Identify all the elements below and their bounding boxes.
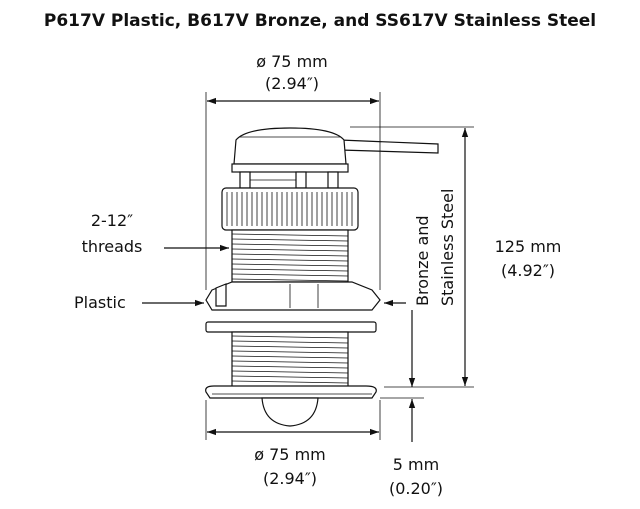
bronze-stainless-callout: Bronze and Stainless Steel [384, 189, 457, 387]
cap-base [231, 163, 349, 173]
flange-dimension: 5 mm (0.20″) [380, 397, 443, 498]
threads-callout: 2-12″ threads [82, 211, 229, 256]
bottom-diameter-in: (2.94″) [263, 469, 317, 488]
diagram-title: P617V Plastic, B617V Bronze, and SS617V … [44, 11, 596, 31]
washer [205, 321, 377, 333]
sensor-dome [261, 397, 319, 427]
threads-size-label: 2-12″ [91, 211, 133, 230]
height-mm: 125 mm [495, 237, 562, 256]
top-diameter-in: (2.94″) [265, 74, 319, 93]
cable [339, 139, 439, 154]
stainless-label: Stainless Steel [438, 189, 457, 306]
top-diameter-dimension: ø 75 mm (2.94″) [205, 52, 381, 290]
top-diameter-mm: ø 75 mm [256, 52, 328, 71]
bronze-label: Bronze and [413, 215, 432, 306]
threads-label: threads [82, 237, 143, 256]
flange-mm: 5 mm [393, 455, 439, 474]
plastic-label: Plastic [74, 293, 126, 312]
top-cap [233, 127, 347, 165]
height-dimension: 125 mm (4.92″) [350, 126, 562, 388]
plastic-nut [205, 281, 381, 311]
plastic-callout: Plastic [74, 293, 204, 312]
hull-flange [205, 385, 377, 399]
transducer-body [205, 127, 439, 427]
bottom-diameter-dimension: ø 75 mm (2.94″) [205, 400, 381, 488]
bottom-diameter-mm: ø 75 mm [254, 445, 326, 464]
height-in: (4.92″) [501, 261, 555, 280]
flange-in: (0.20″) [389, 479, 443, 498]
